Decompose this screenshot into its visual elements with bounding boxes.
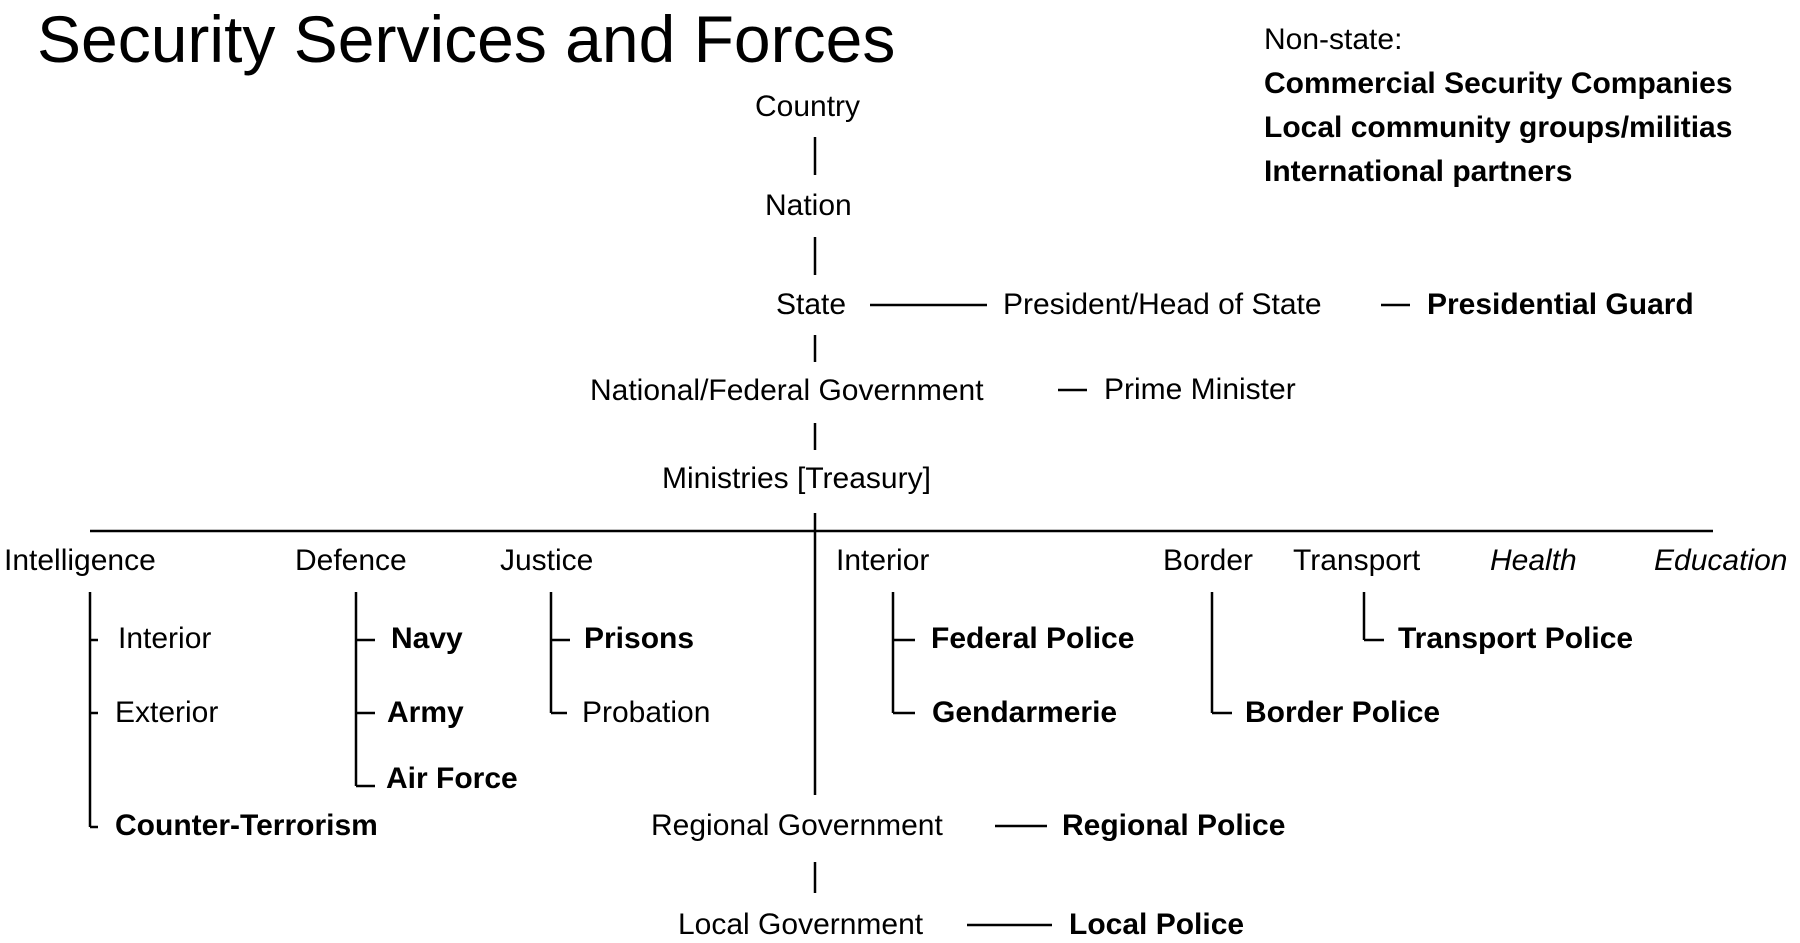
ministry-transport: Transport	[1293, 544, 1421, 577]
transport-police: Transport Police	[1398, 622, 1634, 655]
defence-navy: Navy	[391, 622, 463, 655]
defence-army: Army	[387, 696, 464, 729]
ministry-justice: Justice	[500, 544, 594, 577]
page-title: Security Services and Forces	[37, 2, 896, 76]
interior-federal-police: Federal Police	[931, 622, 1135, 655]
node-regional-government: Regional Government	[651, 809, 943, 842]
intelligence-counter-terrorism: Counter-Terrorism	[115, 809, 378, 842]
justice-probation: Probation	[582, 696, 711, 729]
ministry-intelligence: Intelligence	[4, 544, 156, 577]
ministry-defence: Defence	[295, 544, 407, 577]
node-prime-minister: Prime Minister	[1104, 373, 1296, 406]
interior-gendarmerie: Gendarmerie	[932, 696, 1118, 729]
intelligence-interior: Interior	[118, 622, 212, 655]
ministry-health: Health	[1490, 544, 1577, 577]
node-ministries: Ministries [Treasury]	[662, 462, 931, 495]
non-state-item: International partners	[1264, 155, 1573, 188]
non-state-heading: Non-state:	[1264, 23, 1403, 56]
node-local-government: Local Government	[678, 908, 924, 941]
non-state-item: Local community groups/militias	[1264, 111, 1733, 144]
node-national-government: National/Federal Government	[590, 374, 984, 407]
node-regional-police: Regional Police	[1062, 809, 1286, 842]
justice-prisons: Prisons	[584, 622, 695, 655]
node-presidential-guard: Presidential Guard	[1427, 288, 1694, 321]
node-country: Country	[755, 90, 861, 123]
intelligence-exterior: Exterior	[115, 696, 219, 729]
border-police: Border Police	[1245, 696, 1441, 729]
ministry-interior: Interior	[836, 544, 930, 577]
node-president: President/Head of State	[1003, 288, 1322, 321]
node-local-police: Local Police	[1069, 908, 1245, 941]
ministry-education: Education	[1654, 544, 1788, 577]
node-nation: Nation	[765, 189, 852, 222]
non-state-item: Commercial Security Companies	[1264, 67, 1733, 100]
ministry-border: Border	[1163, 544, 1254, 577]
node-state: State	[776, 288, 847, 321]
defence-air-force: Air Force	[386, 762, 518, 795]
